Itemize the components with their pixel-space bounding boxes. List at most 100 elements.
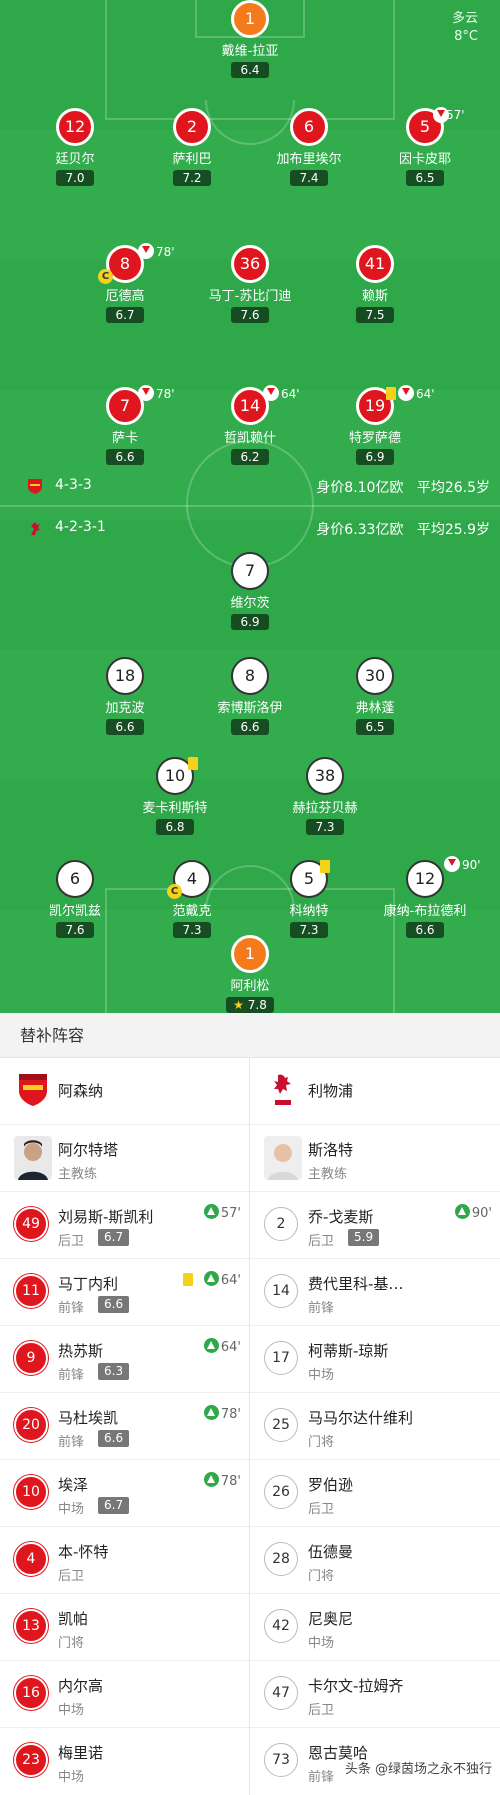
sub-name: 恩古莫哈 (308, 1744, 369, 1762)
sub-rating: 6.6 (98, 1430, 130, 1447)
player-rating: 7.2 (173, 170, 211, 186)
sub-in-indicator: 64' (203, 1271, 241, 1288)
sub-number: 20 (14, 1408, 48, 1442)
manager-row[interactable]: 阿尔特塔 主教练 (0, 1125, 249, 1192)
player-rating: 6.7 (106, 307, 144, 323)
player-name: 加布里埃尔 (276, 152, 342, 167)
player-ars-2[interactable]: 2 萨利巴 7.2 (127, 108, 257, 186)
sub-row[interactable]: 23 梅里诺 中场 (0, 1728, 249, 1795)
sub-name: 尼奥尼 (308, 1610, 354, 1628)
player-ars-36[interactable]: 36 马丁-苏比门迪 7.6 (185, 245, 315, 323)
sub-row[interactable]: 42 尼奥尼 中场 (250, 1594, 500, 1661)
player-rating: 6.6 (406, 922, 444, 938)
player-ars-5[interactable]: 5 57' 因卡皮耶 6.5 (360, 107, 490, 186)
player-liv-6[interactable]: 6 凯尔凯兹 7.6 (10, 860, 140, 938)
player-rating: 7.6 (231, 307, 269, 323)
player-liv-30[interactable]: 30 弗林蓬 6.5 (310, 657, 440, 735)
sub-position: 门将 (308, 1569, 335, 1584)
manager-role: 主教练 (308, 1167, 348, 1182)
sub-row[interactable]: 11 马丁内利 前锋 6.6 64' (0, 1259, 249, 1326)
sub-in-indicator: 64' (203, 1338, 241, 1355)
sub-row[interactable]: 26 罗伯逊 后卫 (250, 1460, 500, 1527)
player-rating: 6.5 (356, 719, 394, 735)
player-liv-12[interactable]: 12 90' 康纳-布拉德利 6.6 (360, 856, 490, 938)
manager-avatar (264, 1136, 302, 1180)
captain-badge: C (98, 269, 113, 284)
player-liv-5[interactable]: 5 科纳特 7.3 (244, 860, 374, 938)
player-rating: 6.2 (231, 449, 269, 465)
sub-row[interactable]: 25 马马尔达什维利 门将 (250, 1393, 500, 1460)
player-ars-41[interactable]: 41 赖斯 7.5 (310, 245, 440, 323)
jersey-number: 5 (406, 107, 449, 146)
player-name: 范戴克 (172, 904, 212, 919)
player-liv-8[interactable]: 8 索博斯洛伊 6.6 (185, 657, 315, 735)
sub-position: 前锋 (58, 1368, 85, 1383)
sub-in-indicator: 78' (203, 1405, 241, 1422)
manager-role: 主教练 (58, 1167, 98, 1182)
jersey-number: 10 (156, 757, 194, 795)
player-liv-18[interactable]: 18 加克波 6.6 (60, 657, 190, 735)
team-row[interactable]: 利物浦 (250, 1058, 500, 1125)
sub-number: 10 (14, 1475, 48, 1509)
player-ars-1[interactable]: 1 戴维-拉亚 6.4 (185, 0, 315, 78)
player-rating: 7.5 (356, 307, 394, 323)
subs-columns: 阿森纳 阿尔特塔 主教练 49 刘易斯-斯凯利 后卫 6.7 57' 11 马丁… (0, 1058, 500, 1795)
player-liv-4[interactable]: 4 C 范戴克 7.3 (127, 860, 257, 938)
sub-in-indicator: 78' (203, 1472, 241, 1489)
arsenal-badge-icon (28, 479, 42, 494)
player-liv-10[interactable]: 10 麦卡利斯特 6.8 (110, 757, 240, 835)
sub-row[interactable]: 4 本-怀特 后卫 (0, 1527, 249, 1594)
sub-row[interactable]: 49 刘易斯-斯凯利 后卫 6.7 57' (0, 1192, 249, 1259)
manager-row[interactable]: 斯洛特 主教练 (250, 1125, 500, 1192)
player-rating: 6.6 (106, 719, 144, 735)
sub-number: 49 (14, 1207, 48, 1241)
sub-name: 凯帕 (58, 1610, 89, 1628)
sub-row[interactable]: 73 恩古莫哈 前锋 (250, 1728, 500, 1795)
sub-row[interactable]: 47 卡尔文-拉姆齐 后卫 (250, 1661, 500, 1728)
jersey-number: 18 (106, 657, 144, 695)
sub-position: 中场 (58, 1703, 85, 1718)
player-ars-19[interactable]: 19 64' 特罗萨德 6.9 (310, 385, 440, 465)
player-name: 索博斯洛伊 (217, 701, 283, 716)
player-ars-12[interactable]: 12 廷贝尔 7.0 (10, 108, 140, 186)
player-ars-14[interactable]: 14 64' 哲凯赖什 6.2 (185, 385, 315, 465)
player-liv-7[interactable]: 7 维尔茨 6.9 (185, 552, 315, 630)
sub-row[interactable]: 13 凯帕 门将 (0, 1594, 249, 1661)
formation-row-liverpool: 4-2-3-1 身价6.33亿欧 平均25.9岁 (0, 517, 500, 541)
player-rating: ★ 7.8 (226, 997, 274, 1013)
yellow-card-icon (188, 757, 198, 770)
player-name: 萨利巴 (172, 152, 212, 167)
jersey-number: 12 (56, 108, 94, 146)
player-ars-6[interactable]: 6 加布里埃尔 7.4 (244, 108, 374, 186)
player-ars-8[interactable]: 8 78' C 厄德高 6.7 (60, 243, 190, 323)
sub-row[interactable]: 14 费代里科-基… 前锋 (250, 1259, 500, 1326)
sub-in-minute: 57' (220, 1206, 241, 1221)
player-rating: 6.8 (156, 819, 194, 835)
captain-badge: C (167, 884, 182, 899)
sub-number: 25 (264, 1408, 298, 1442)
sub-row[interactable]: 28 伍德曼 门将 (250, 1527, 500, 1594)
sub-off-minute: 78' (156, 245, 175, 259)
player-liv-38[interactable]: 38 赫拉芬贝赫 7.3 (260, 757, 390, 835)
sub-position: 门将 (308, 1435, 335, 1450)
team-row[interactable]: 阿森纳 (0, 1058, 249, 1125)
weather-condition: 多云 (451, 11, 478, 26)
player-ars-7[interactable]: 7 78' 萨卡 6.6 (60, 385, 190, 465)
sub-row[interactable]: 9 热苏斯 前锋 6.3 64' (0, 1326, 249, 1393)
player-liv-1[interactable]: 1 阿利松 ★ 7.8 (185, 935, 315, 1013)
sub-row[interactable]: 10 埃泽 中场 6.7 78' (0, 1460, 249, 1527)
sub-row[interactable]: 16 内尔高 中场 (0, 1661, 249, 1728)
sub-in-icon (203, 1405, 219, 1420)
sub-row[interactable]: 20 马杜埃凯 前锋 6.6 78' (0, 1393, 249, 1460)
sub-off-minute: 57' (446, 108, 465, 122)
sub-name: 马马尔达什维利 (308, 1409, 414, 1427)
liverbird-icon (31, 522, 40, 535)
sub-name: 费代里科-基… (308, 1275, 404, 1293)
sub-in-icon (203, 1472, 219, 1487)
sub-row[interactable]: 17 柯蒂斯-琼斯 中场 (250, 1326, 500, 1393)
team-stats: 身价8.10亿欧 平均26.5岁 (316, 477, 490, 497)
jersey-number: 19 (356, 387, 394, 425)
sub-row[interactable]: 2 乔-戈麦斯 后卫 5.9 90' (250, 1192, 500, 1259)
sub-in-indicator: 57' (203, 1204, 241, 1221)
sub-off-icon (398, 385, 414, 401)
